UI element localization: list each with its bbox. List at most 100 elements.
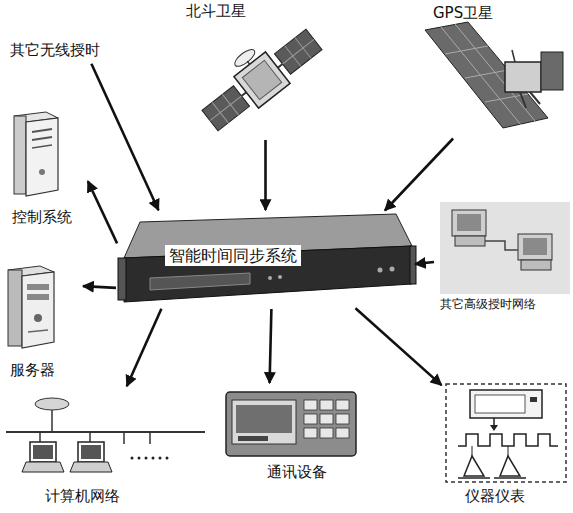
arrow-connector (91, 64, 158, 210)
caption: 计算机网络 (45, 487, 120, 505)
device-node: 仪器仪表 (443, 380, 570, 508)
network-computers-part (521, 260, 551, 270)
device-node: 服务器 (3, 262, 81, 382)
comm-device (226, 392, 356, 456)
control-computer-part (32, 137, 52, 140)
control-computer (14, 112, 58, 196)
gps-satellite-part (465, 70, 508, 78)
time-sync-device-part (378, 268, 383, 273)
network-computers-part (523, 238, 547, 255)
time-sync-device (118, 214, 416, 302)
arrow-connector (356, 308, 442, 385)
beidou-satellite-part (242, 92, 247, 96)
beidou-satellite-part (232, 47, 257, 70)
server-tower-part (22, 272, 54, 348)
gps-satellite-part (520, 92, 526, 108)
caption: 控制系统 (12, 208, 72, 226)
server-tower-part (27, 284, 49, 290)
beidou-satellite-part (202, 86, 250, 131)
instrument-panel-part (470, 390, 542, 418)
control-computer-part (39, 169, 45, 175)
computer-network-part (131, 457, 134, 460)
network-computers-part (485, 241, 518, 250)
gps-satellite-part (512, 50, 515, 62)
arrow-connector (270, 309, 272, 383)
comm-device-part (238, 436, 268, 441)
instrument-panel-part (458, 477, 490, 479)
server-tower-part (34, 314, 42, 322)
instrument-panel-part (464, 456, 484, 476)
time-sync-device-part (268, 276, 272, 280)
comm-device-part (236, 405, 292, 433)
instrument-panel-part (472, 446, 473, 456)
network-computers-part (440, 202, 570, 294)
gps-satellite-part (505, 62, 541, 92)
device-node: 计算机网络 (3, 388, 208, 508)
instrument-panel-part (446, 384, 566, 482)
computer-network-part (39, 432, 41, 442)
network-computers-part (518, 234, 552, 260)
computer-network-part (138, 457, 141, 460)
comm-device-part-part (320, 400, 333, 410)
instrument-panel-part (475, 395, 525, 413)
satellite-node: GPS卫星 (405, 2, 570, 137)
computer-network-part (70, 462, 112, 472)
computer-network-part (152, 457, 155, 460)
arrow-connector (264, 140, 267, 210)
time-sync-device-part (124, 246, 412, 302)
gps-satellite-part (445, 46, 488, 54)
caption: 其它无线授时 (10, 41, 100, 59)
caption: GPS卫星 (433, 4, 493, 22)
instrument-panel-part (490, 425, 498, 431)
arrow-connector (127, 309, 162, 386)
instrument-panel-part (500, 456, 520, 476)
instrument-panel-part (530, 397, 537, 402)
beidou-satellite-part (274, 29, 322, 74)
gps-satellite (425, 22, 563, 128)
computer-network-part (123, 432, 125, 444)
time-sync-device-part (410, 246, 416, 284)
computer-network-part (166, 457, 169, 460)
time-sync-device-part (118, 258, 126, 300)
computer-network-part (159, 457, 162, 460)
instrument-panel (446, 384, 566, 482)
computer-network-part (149, 432, 151, 444)
central-device: 智能时间同步系统 (118, 212, 413, 307)
comm-device-part-part (336, 400, 349, 410)
computer-network-part (33, 445, 53, 459)
network-computers (440, 202, 570, 294)
caption: 仪器仪表 (465, 487, 525, 505)
arrow-connector (83, 286, 116, 288)
computer-network-part (30, 442, 56, 462)
computer-network (6, 398, 205, 472)
comm-device-part-part (304, 428, 317, 438)
beidou-satellite-part (278, 64, 283, 68)
control-computer-part (32, 129, 52, 132)
comm-device-part-part (336, 428, 349, 438)
control-computer-part (26, 118, 58, 196)
caption: 服务器 (10, 361, 55, 379)
comm-device-part-part (320, 428, 333, 438)
caption: 通讯设备 (267, 463, 327, 481)
caption: 北斗卫星 (186, 2, 246, 20)
satellite-node: 北斗卫星 (180, 0, 325, 138)
source-label: 其它无线授时 (8, 38, 126, 62)
device-label: 智能时间同步系统 (165, 245, 301, 266)
server-tower-part (27, 294, 49, 300)
arrow-connector (415, 262, 434, 264)
beidou-satellite (190, 13, 327, 136)
caption: 其它高级授时网络 (440, 297, 536, 311)
device-node: 控制系统 (5, 105, 87, 229)
comm-device-part (232, 400, 296, 444)
comm-device-part-part (304, 414, 317, 424)
computer-network-part (145, 457, 148, 460)
computer-network-part (22, 462, 64, 472)
control-computer-part (14, 116, 26, 194)
beidou-satellite-part (210, 96, 242, 121)
comm-device-part (226, 392, 356, 456)
control-computer-part (32, 145, 52, 148)
beidou-satellite-part (242, 60, 281, 99)
arrow-connector (385, 139, 453, 211)
computer-network-part (51, 410, 53, 432)
